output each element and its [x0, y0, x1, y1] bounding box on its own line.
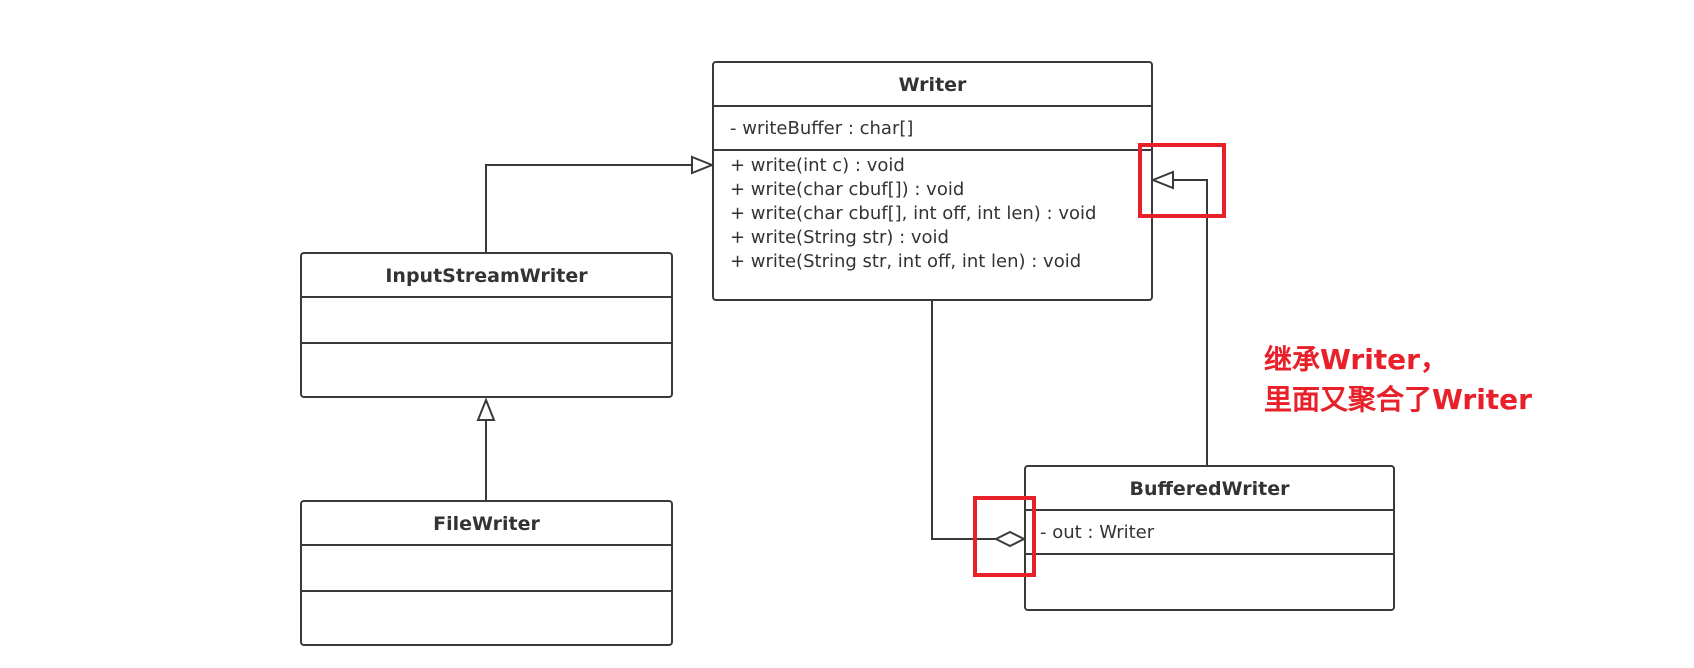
annotation-line-1: 继承Writer， — [1264, 343, 1448, 376]
input-stream-writer-attributes — [302, 298, 671, 344]
writer-operation: + write(char cbuf[]) : void — [730, 179, 965, 200]
writer-operation: + write(String str) : void — [730, 227, 949, 248]
buffered-writer-class: BufferedWriter - out : Writer — [1024, 465, 1395, 611]
bw-to-writer-line — [1173, 179, 1208, 465]
annotation-line-2: 里面又聚合了Writer — [1264, 383, 1532, 416]
isw-to-writer-line — [485, 164, 692, 252]
input-stream-writer-operations — [302, 344, 671, 347]
input-stream-writer-class-name: InputStreamWriter — [302, 254, 671, 298]
bw-to-writer-arrowhead — [1150, 170, 1174, 190]
input-stream-writer-class: InputStreamWriter — [300, 252, 673, 398]
isw-to-writer-arrowhead — [691, 155, 715, 175]
writer-operation: + write(int c) : void — [730, 155, 905, 176]
buffered-writer-attribute: - out : Writer — [1040, 522, 1155, 543]
annotation-note: 继承Writer， 里面又聚合了Writer — [1264, 340, 1532, 420]
writer-operations: + write(int c) : void + write(char cbuf[… — [714, 151, 1151, 274]
buffered-writer-operations — [1026, 555, 1393, 558]
writer-class-name: Writer — [714, 63, 1151, 107]
file-writer-operations — [302, 592, 671, 595]
file-writer-class: FileWriter — [300, 500, 673, 646]
buffered-writer-attributes: - out : Writer — [1026, 511, 1393, 555]
writer-class: Writer - writeBuffer : char[] + write(in… — [712, 61, 1153, 301]
writer-attribute: - writeBuffer : char[] — [730, 118, 914, 139]
file-writer-class-name: FileWriter — [302, 502, 671, 546]
file-writer-attributes — [302, 546, 671, 592]
writer-operation: + write(String str, int off, int len) : … — [730, 251, 1082, 272]
buffered-writer-class-name: BufferedWriter — [1026, 467, 1393, 511]
writer-operation: + write(char cbuf[], int off, int len) :… — [730, 203, 1097, 224]
aggregation-highlight-box — [973, 496, 1036, 577]
writer-attributes: - writeBuffer : char[] — [714, 107, 1151, 151]
inheritance-highlight-box — [1138, 143, 1226, 218]
fw-to-isw-arrowhead — [476, 397, 496, 421]
